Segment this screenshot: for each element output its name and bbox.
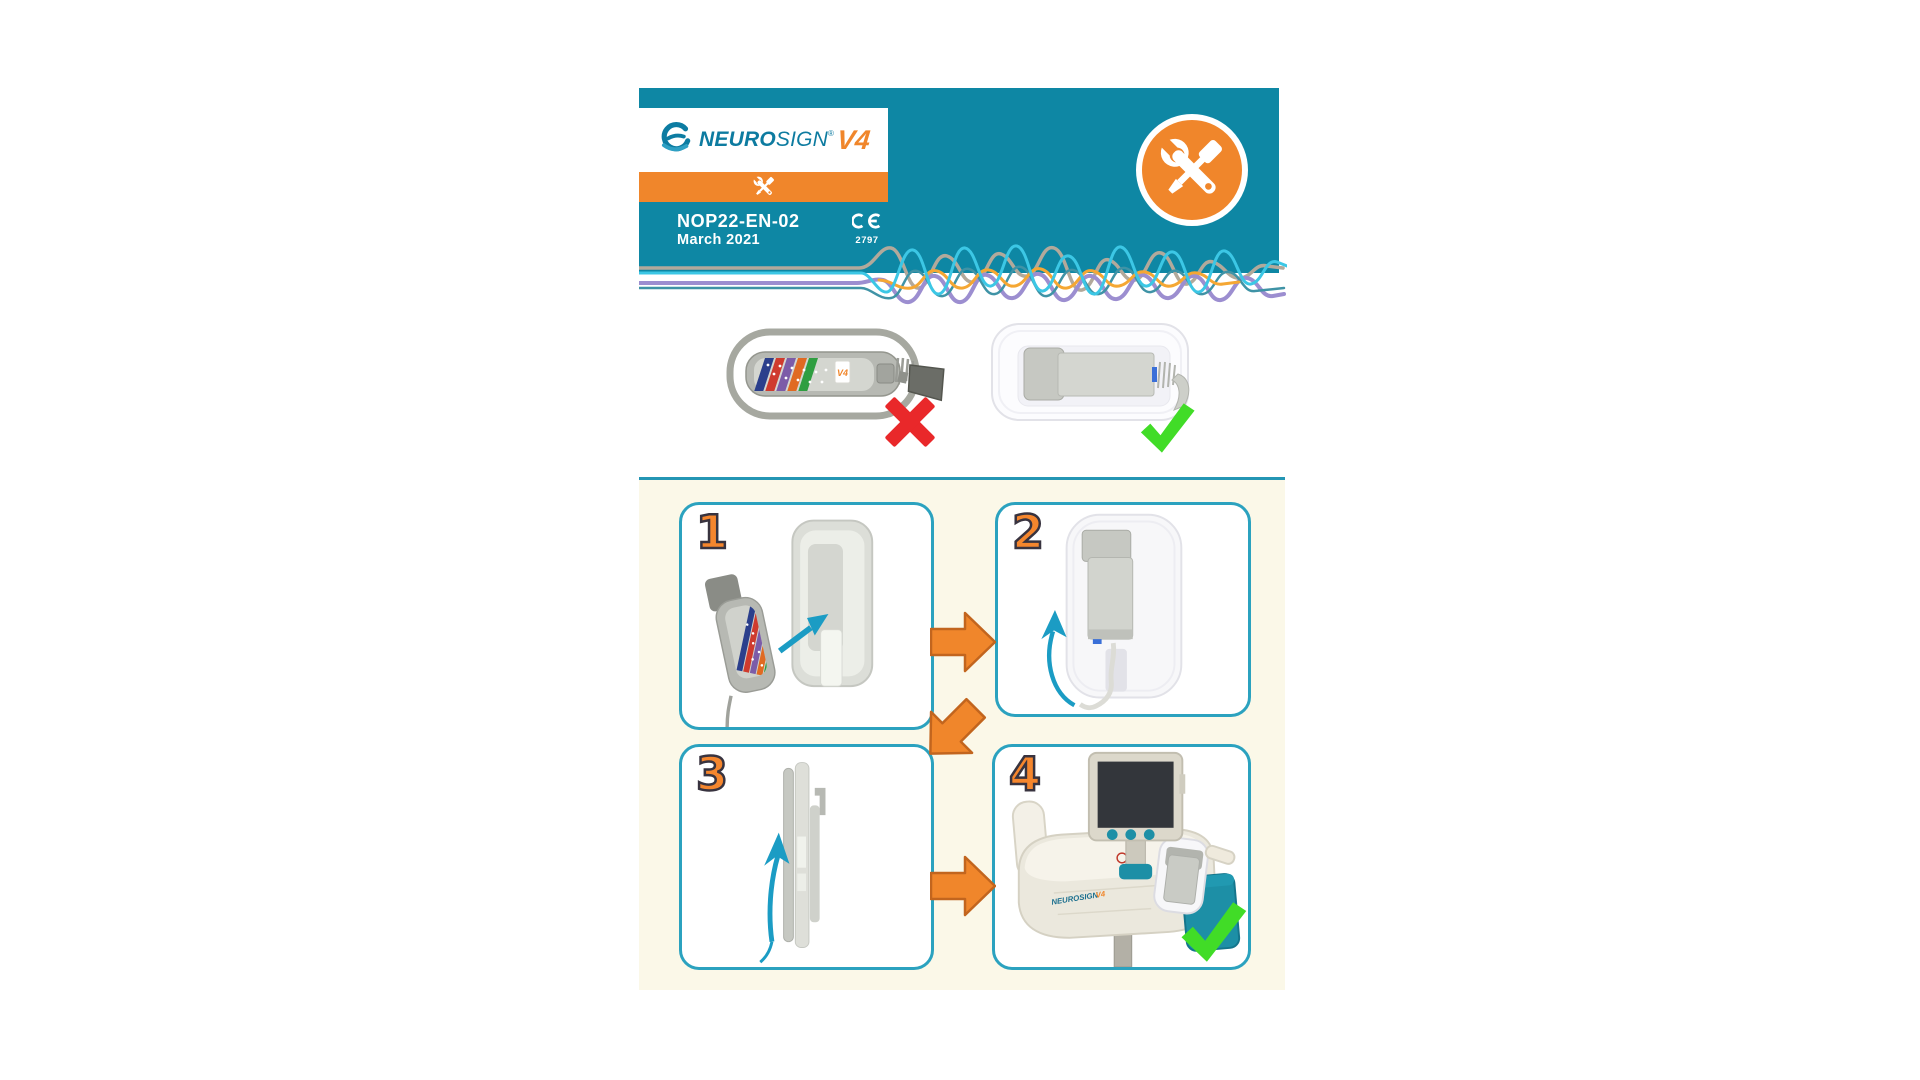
step-number: 3 (695, 747, 730, 801)
step-1-illustration (704, 519, 874, 727)
connector-nub (1092, 639, 1102, 645)
route-up-arrow (1041, 609, 1076, 708)
coiled-cable (1157, 361, 1176, 389)
cable-slot (1105, 648, 1127, 692)
cable-arm (1171, 373, 1190, 411)
wave-orange (877, 267, 1241, 290)
steps-section: 1 2 (639, 480, 1285, 990)
step-number: 1 (695, 505, 730, 559)
cart-monitor (1087, 751, 1186, 842)
brand-sign: SIGN (775, 128, 829, 151)
document-number: NOP22-EN-02 (677, 211, 800, 231)
step-3-illustration (759, 762, 826, 964)
arrow-step1-to-step2 (930, 611, 996, 673)
neck-collar (1119, 863, 1153, 880)
step-number: 2 (1011, 505, 1046, 559)
v4-label-text: V4 (837, 368, 848, 378)
dsub-connector (897, 364, 945, 402)
connector-nub (1152, 367, 1157, 382)
remote-cap (1081, 529, 1132, 562)
mount-clip (814, 787, 826, 816)
cart-seams (1053, 884, 1161, 916)
mount-bracket (791, 519, 874, 688)
check-icon (1181, 902, 1247, 962)
step-4-illustration: NEUROSIGN V4 (1011, 751, 1241, 967)
v4-label (834, 360, 851, 384)
neurosign-swirl-icon (661, 122, 691, 152)
slide-up-arrow (759, 832, 790, 964)
insert-arrow (777, 614, 829, 654)
document-date: March 2021 (677, 231, 760, 248)
handheld-remote (704, 574, 776, 693)
step-number: 4 (1008, 747, 1043, 801)
section-divider (639, 477, 1285, 480)
brand-registered-mark: ® (828, 128, 834, 138)
ce-marking: 2797 (847, 213, 887, 246)
arrow-step3-to-step4 (930, 855, 996, 917)
mount-detail-2 (797, 873, 807, 892)
step-3-panel: 3 (679, 744, 934, 970)
tools-icon-large (1155, 133, 1224, 202)
docked-remote-cradle (1153, 836, 1209, 915)
remote-cable (1078, 642, 1117, 711)
brand-neuro: NEURO (699, 128, 776, 151)
remote-with-cable-image: V4 (726, 328, 945, 420)
mount-detail-1 (797, 836, 807, 868)
maintenance-badge (1136, 114, 1248, 226)
remote-body (1057, 352, 1155, 397)
step-1-panel: 1 (679, 502, 934, 730)
cart-handle (1204, 844, 1236, 865)
remote-cable (725, 695, 733, 727)
remote-docked-image (991, 323, 1190, 421)
cross-icon (884, 396, 936, 448)
remote-base (1088, 629, 1133, 640)
step-2-illustration (1041, 513, 1183, 711)
cradle-plate-inner (998, 330, 1182, 414)
remote-body (1087, 557, 1134, 640)
brand-model: V4 (835, 124, 872, 155)
step-4-panel: NEUROSIGN V4 (992, 744, 1251, 970)
wave-cyan (639, 244, 1287, 296)
ce-mark-icon (851, 213, 881, 229)
check-icon (1140, 403, 1195, 453)
remote-button (876, 363, 895, 384)
mount-rail (809, 805, 820, 923)
notified-body-number: 2797 (855, 235, 879, 246)
document-info: NOP22-EN-02 March 2021 (677, 211, 800, 249)
cart-logo-model: V4 (1095, 889, 1106, 899)
waveform-decoration (639, 244, 1287, 305)
electrode-dots (766, 363, 828, 384)
maintenance-category-bar (639, 172, 888, 202)
step-2-panel: 2 (995, 502, 1251, 717)
tools-icon (751, 174, 775, 198)
